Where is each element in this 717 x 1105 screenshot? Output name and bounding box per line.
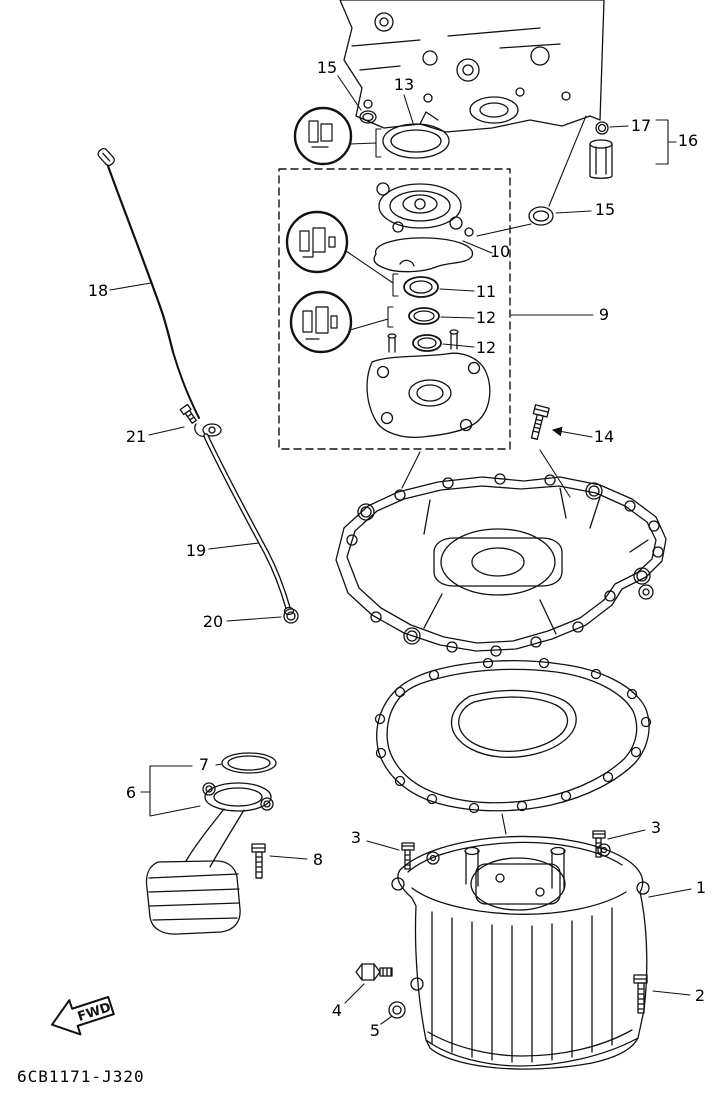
- callout-7: 7: [198, 755, 210, 774]
- clamp-21-art: [179, 403, 197, 424]
- callout-1: 1: [695, 878, 707, 897]
- dipstick-art: [97, 147, 175, 354]
- o-ring-20-art: [283, 608, 299, 624]
- fwd-arrow: FWD: [51, 996, 115, 1036]
- callout-14: 14: [593, 427, 615, 446]
- oil-pan-art: [391, 835, 650, 1070]
- callout-17: 17: [630, 116, 652, 135]
- oil-pump-art: [366, 182, 491, 439]
- callout-3-2: 3: [650, 818, 662, 837]
- callout-19: 19: [185, 541, 207, 560]
- callout-21: 21: [125, 427, 147, 446]
- callout-8: 8: [312, 850, 324, 869]
- bolt-3-left-art: [401, 842, 415, 870]
- detail-view-links: [345, 128, 399, 331]
- dipstick-tube-art: [172, 351, 295, 616]
- drawing-code: 6CB1171-J320: [17, 1067, 145, 1086]
- bolt-3-right-art: [592, 830, 606, 858]
- callout-9: 9: [598, 305, 610, 324]
- leader-lines: [109, 75, 692, 1025]
- callout-16: 16: [677, 131, 699, 150]
- oil-seal-13-art: [382, 123, 450, 159]
- callout-6: 6: [125, 783, 137, 802]
- bolt-2-art: [633, 974, 648, 1014]
- callout-18: 18: [87, 281, 109, 300]
- bolt-14-art: [530, 404, 550, 440]
- o-ring-15-top-art: [359, 110, 377, 124]
- o-ring-15-right-art: [528, 206, 554, 226]
- callout-11: 11: [475, 282, 497, 301]
- detail-dashed-box: [278, 168, 511, 450]
- callout-15: 15: [316, 58, 338, 77]
- callout-4: 4: [331, 1001, 343, 1020]
- callout-13: 13: [393, 75, 415, 94]
- detail-view-contents: [299, 120, 338, 340]
- o-ring-7-art: [221, 752, 277, 774]
- oil-strainer-art: [145, 782, 274, 935]
- drain-plug-4-art: [355, 963, 393, 981]
- dowel-16-oring-17-art: [589, 121, 613, 179]
- callout-2: 2: [694, 986, 706, 1005]
- callout-12-2: 12: [475, 338, 497, 357]
- upper-pan-plate-art: [335, 473, 667, 657]
- callout-12: 12: [475, 308, 497, 327]
- callout-3: 3: [350, 828, 362, 847]
- pan-gasket-art: [374, 657, 652, 814]
- gasket-5-art: [388, 1001, 406, 1019]
- callout-10: 10: [489, 242, 511, 261]
- callout-15-2: 15: [594, 200, 616, 219]
- callout-20: 20: [202, 612, 224, 631]
- cylinder-block-art: [339, 0, 605, 133]
- bolt-8-art: [251, 843, 266, 879]
- detail-view-circles: [285, 106, 399, 354]
- callout-5: 5: [369, 1021, 381, 1040]
